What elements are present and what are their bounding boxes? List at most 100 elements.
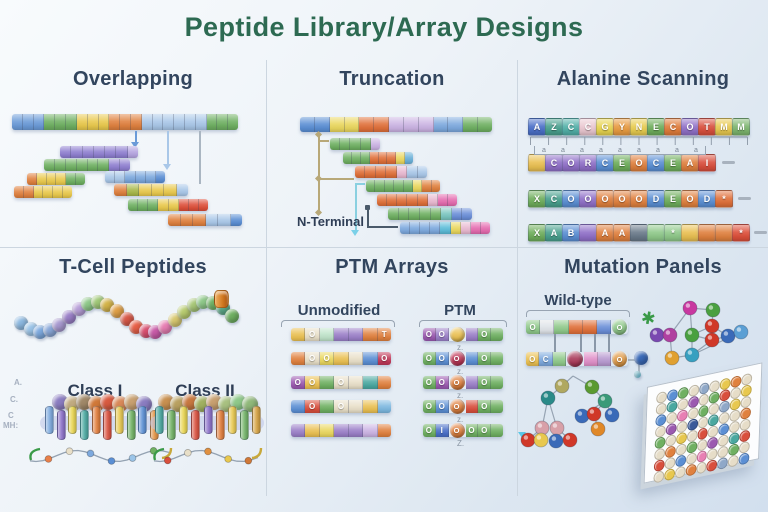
- bar-segment: O: [449, 399, 465, 414]
- residue-cell: [579, 224, 597, 242]
- peptide-bar: [330, 138, 381, 150]
- bar-segment: O: [319, 352, 335, 365]
- bar-segment: I: [435, 424, 449, 437]
- bar-segment: [158, 199, 169, 211]
- page-title: Peptide Library/Array Designs: [184, 12, 584, 42]
- bar-segment: [366, 180, 376, 192]
- svg-text:a: a: [580, 147, 584, 154]
- residue-cell: O: [562, 190, 580, 208]
- plate-well: [653, 470, 665, 484]
- bar-segment: [350, 138, 361, 150]
- bar-segment: [44, 159, 55, 171]
- bar-segment: O: [526, 320, 541, 334]
- bar-segment: [109, 114, 121, 130]
- unmodified-bracket: [281, 320, 395, 327]
- residue-cell: *: [715, 190, 733, 208]
- svg-text:a: a: [675, 147, 679, 154]
- bar-segment: [148, 199, 159, 211]
- peptide-bar: [377, 194, 457, 206]
- small-label: C.: [10, 395, 18, 404]
- ptm-modification-marks: z.z.z.z.Z.: [267, 248, 517, 496]
- bar-segment: [319, 400, 335, 413]
- bar-segment: O: [305, 352, 320, 365]
- sphere: [634, 351, 648, 365]
- panel-truncation: Truncation N-Terminal: [267, 60, 518, 248]
- bar-segment: [430, 208, 442, 220]
- row-dash: [738, 197, 751, 200]
- bar-segment: [400, 222, 411, 234]
- bar-segment: [369, 152, 379, 164]
- bar-segment: [141, 114, 153, 130]
- bar-segment: [460, 222, 471, 234]
- truncation-fragment-bars: [267, 60, 517, 247]
- residue-cell: [698, 224, 716, 242]
- ptm-column-header: PTM: [444, 302, 476, 319]
- bar-segment: [60, 146, 72, 158]
- bar-segment: [427, 194, 438, 206]
- overlapping-master-bar: [12, 114, 239, 130]
- bar-segment: [363, 376, 378, 389]
- bar-segment: [387, 152, 397, 164]
- bar-segment: [360, 152, 370, 164]
- bar-segment: [430, 222, 441, 234]
- residue-cell: C: [664, 118, 682, 136]
- bar-segment: [387, 194, 398, 206]
- bar-segment: O: [423, 376, 436, 389]
- bar-segment: [71, 146, 83, 158]
- residue-cell: A: [613, 224, 631, 242]
- unmodified-column-header: Unmodified: [297, 302, 381, 319]
- small-label: MH:: [3, 421, 19, 430]
- bar-segment: [403, 117, 419, 132]
- bar-segment: O: [612, 319, 628, 335]
- bar-segment: [130, 114, 142, 130]
- bar-segment: O: [377, 352, 391, 365]
- bar-segment: [491, 400, 503, 413]
- bar-segment: [228, 114, 239, 130]
- small-label: z.: [457, 415, 464, 424]
- bar-segment: [66, 114, 77, 130]
- bar-segment: O: [423, 352, 436, 365]
- svg-text:a: a: [618, 147, 622, 154]
- bar-segment: [139, 184, 152, 196]
- bar-segment: [451, 208, 463, 220]
- bar-segment: [554, 320, 569, 334]
- bar-segment: O: [465, 424, 479, 437]
- bar-segment: [348, 424, 364, 437]
- plate-well: [727, 454, 739, 468]
- bar-segment: [174, 114, 185, 130]
- residue-cell: Y: [613, 118, 631, 136]
- bar-segment: [151, 184, 164, 196]
- class-2-mhc-groove: [0, 248, 266, 496]
- bar-segment: [491, 328, 503, 341]
- bar-segment: [344, 117, 360, 132]
- connector-line: [638, 359, 640, 372]
- connector-line: [167, 131, 169, 164]
- bar-segment: [374, 117, 390, 132]
- bar-segment: [351, 152, 361, 164]
- bar-segment: [449, 327, 465, 342]
- bar-segment: O: [449, 375, 465, 390]
- panel-title-ptm: PTM Arrays: [335, 256, 449, 278]
- peptide-bar: [105, 171, 166, 183]
- bar-segment: O: [423, 400, 436, 413]
- bar-segment: [93, 146, 106, 158]
- bar-segment: O: [305, 400, 320, 413]
- bar-segment: [291, 400, 306, 413]
- bar-segment: C: [539, 352, 553, 366]
- bar-segment: [419, 208, 431, 220]
- bar-segment: [377, 376, 391, 389]
- bar-segment: [195, 114, 207, 130]
- connector-line: [135, 131, 137, 142]
- wild-type-bracket: [526, 310, 630, 317]
- bar-segment: [87, 114, 99, 130]
- connector-line: [594, 334, 596, 352]
- mutation-network-graph: [518, 248, 768, 496]
- bar-segment: [305, 424, 320, 437]
- panel-overlapping: Overlapping: [0, 60, 267, 248]
- connector-line: [355, 183, 365, 185]
